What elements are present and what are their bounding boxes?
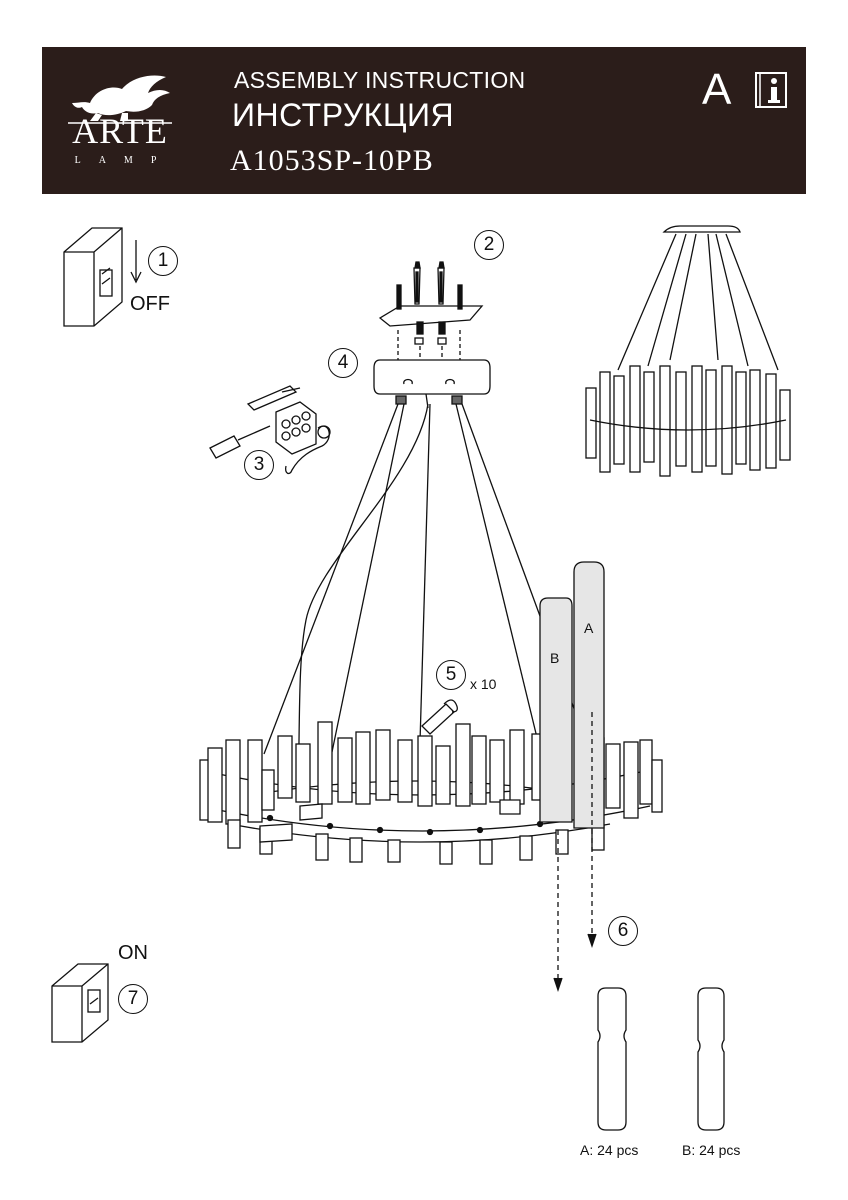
info-book-icon: [755, 72, 787, 108]
suspension-cables: [263, 403, 591, 801]
brand-name: ARTE: [72, 111, 168, 151]
panel-a-highlight: [573, 561, 605, 829]
title-english: ASSEMBLY INSTRUCTION: [234, 67, 526, 93]
wall-switch-off-icon: [63, 227, 123, 327]
model-number: A1053SP-10PB: [230, 144, 434, 177]
title-russian: ИНСТРУКЦИЯ: [232, 97, 455, 133]
panel-a-quantity: A: 24 pcs: [580, 1142, 639, 1158]
loose-panel-a: [597, 987, 627, 1131]
switch-off-label: OFF: [130, 293, 170, 315]
step-5-marker: 5: [436, 660, 466, 690]
light-bulb-icon: [421, 699, 458, 735]
step-1-marker: 1: [148, 246, 178, 276]
panel-b-highlight: [539, 597, 573, 823]
bulb-quantity: x 10: [470, 676, 497, 692]
chandelier-ring: [199, 721, 663, 865]
panel-b-quantity: B: 24 pcs: [682, 1142, 741, 1158]
step-3-marker: 3: [244, 450, 274, 480]
step-6-marker: 6: [608, 916, 638, 946]
brand-subtitle: LAMP: [74, 155, 175, 166]
header-banner: ARTE LAMP ASSEMBLY INSTRUCTION ИНСТРУКЦИ…: [42, 47, 806, 194]
step-2-marker: 2: [474, 230, 504, 260]
mounting-plate-icon: [378, 261, 484, 360]
screwdriver-icon: [209, 425, 271, 459]
panel-a-label: A: [584, 620, 594, 636]
assembled-chandelier-view: [585, 225, 791, 477]
loose-panel-b: [697, 987, 725, 1131]
terminal-block-icon: [246, 385, 331, 475]
arrow-head-a: [587, 933, 597, 949]
step-7-marker: 7: [118, 984, 148, 1014]
griffin-logo-icon: [68, 75, 172, 124]
switch-on-label: ON: [118, 942, 148, 964]
section-letter: A: [702, 65, 732, 114]
panel-b-label: B: [550, 650, 560, 666]
step-4-marker: 4: [328, 348, 358, 378]
wall-switch-on-icon: [51, 963, 109, 1043]
canopy-icon: [373, 359, 491, 409]
down-arrow-icon: [130, 240, 142, 284]
arrow-head-b: [553, 977, 563, 993]
